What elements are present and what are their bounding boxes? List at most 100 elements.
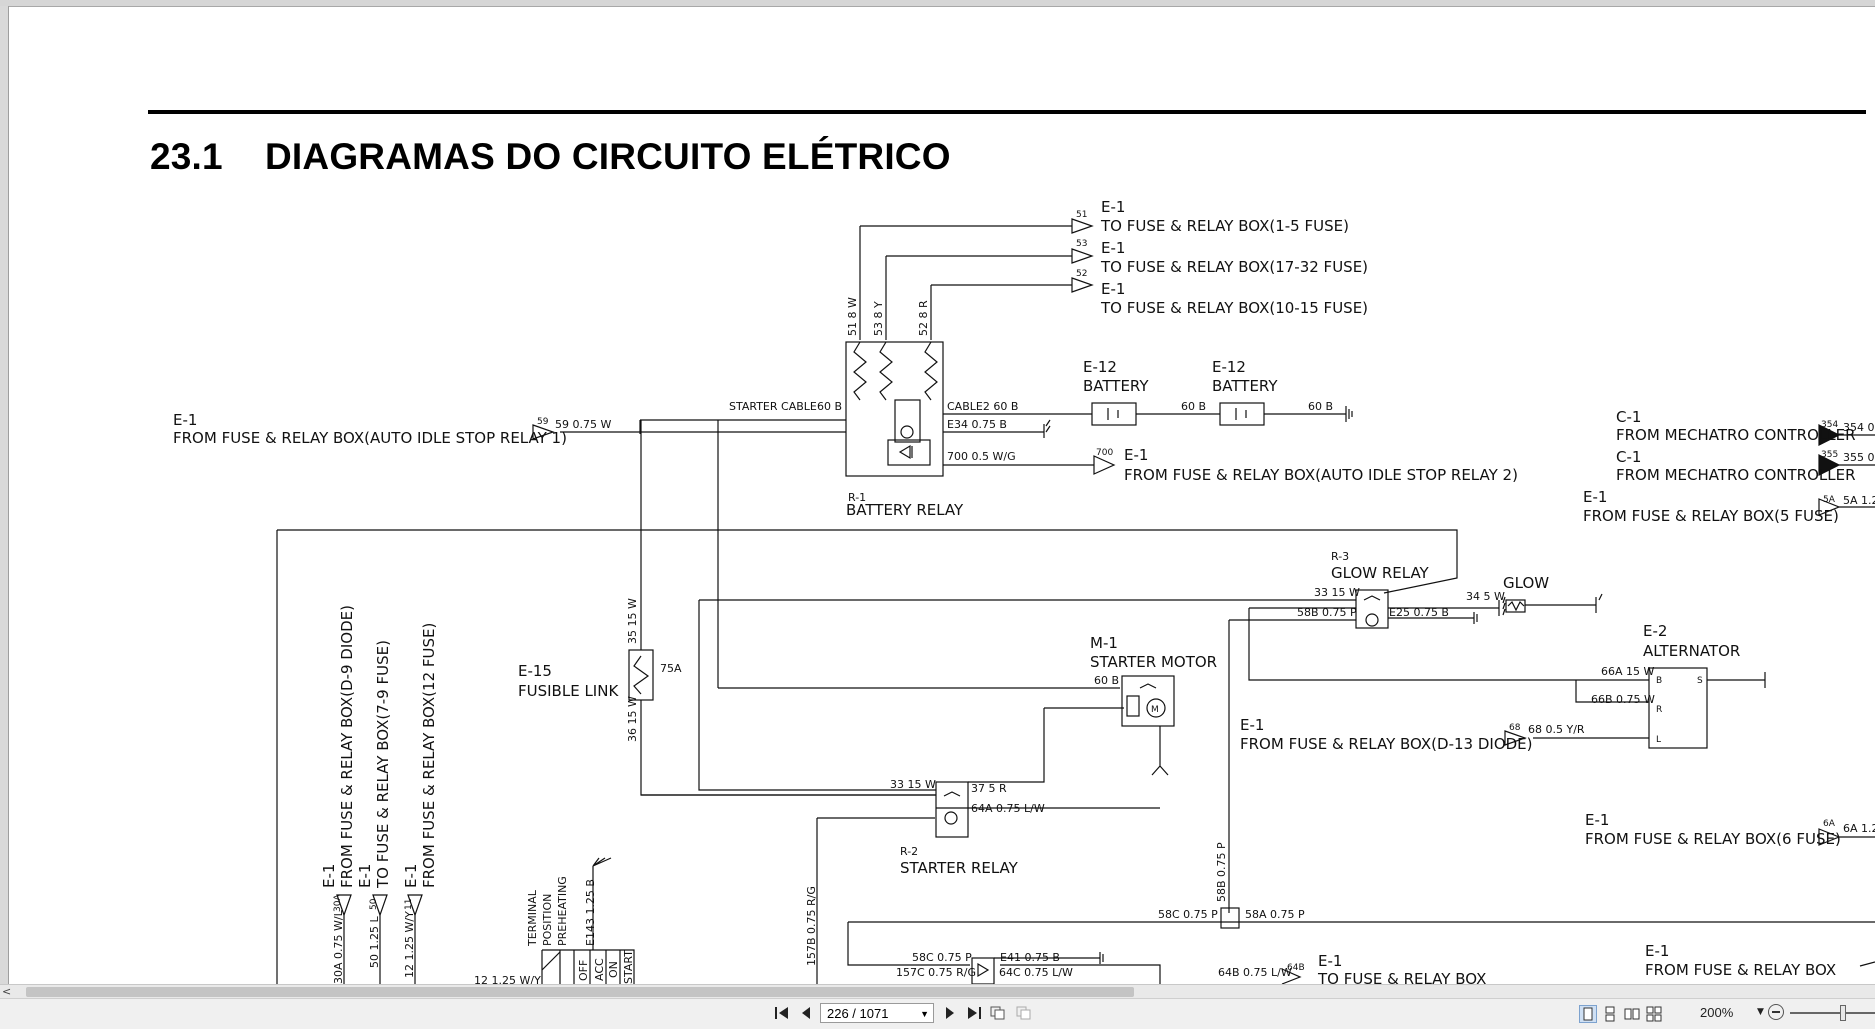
paste-icon[interactable] xyxy=(1016,1006,1032,1024)
component-id: R-3 xyxy=(1331,550,1349,563)
wire-label: 51 8 W xyxy=(846,297,859,336)
component-id: R-1 xyxy=(848,491,866,504)
connector-id: E-1 xyxy=(1318,952,1342,970)
wire-label: 64B 0.75 L/W xyxy=(1218,966,1292,979)
connector-id: E-1 xyxy=(1101,198,1125,216)
table-header: POSITION xyxy=(541,894,554,946)
wire-label: 33 15 W xyxy=(1314,586,1360,599)
wire-number: 6A xyxy=(1823,819,1836,829)
wire-label: 68 0.5 Y/R xyxy=(1528,723,1585,736)
wire-label: 37 5 R xyxy=(971,782,1007,795)
wire-number: 68 xyxy=(1509,723,1521,733)
chevron-down-icon[interactable]: ▼ xyxy=(920,1009,929,1019)
wire-label: E41 0.75 B xyxy=(1000,951,1060,964)
wiring-schematic: 51 53 52 E-1 TO FUSE & RELAY BOX(1-5 FUS… xyxy=(173,198,1875,984)
wire-label: CABLE2 60 B xyxy=(947,400,1018,413)
wire-number: 355 xyxy=(1821,450,1838,460)
connector-id: E-1 xyxy=(320,864,338,888)
connector-label: FROM FUSE & RELAY BOX(D-9 DIODE) xyxy=(338,605,356,888)
wire-label: 75A xyxy=(660,662,682,675)
wire-label: 58C 0.75 P xyxy=(912,951,972,964)
wire-label: 58B 0.75 P xyxy=(1297,606,1357,619)
switch-position: ON xyxy=(607,961,620,978)
single-page-view-icon[interactable] xyxy=(1579,1005,1597,1023)
wire-label: 354 0.5 xyxy=(1843,421,1875,434)
first-page-icon[interactable] xyxy=(774,1006,790,1024)
zoom-slider-handle[interactable] xyxy=(1840,1005,1846,1021)
wire-number: 5A xyxy=(1823,495,1836,505)
connector-label: FROM FUSE & RELAY BOX(D-13 DIODE) xyxy=(1240,735,1533,753)
wire-label: 33 15 W xyxy=(890,778,936,791)
connector-id: C-1 xyxy=(1616,408,1641,426)
next-page-icon[interactable] xyxy=(944,1006,956,1024)
connector-id: C-1 xyxy=(1616,448,1641,466)
zoom-out-icon[interactable] xyxy=(1768,1004,1784,1020)
wire-number: 30A xyxy=(333,894,343,912)
wire-label: 66B 0.75 W xyxy=(1591,693,1655,706)
zoom-slider[interactable] xyxy=(1790,1012,1875,1014)
wire-label: 60 B xyxy=(1094,674,1119,687)
wire-label: E25 0.75 B xyxy=(1389,606,1449,619)
component-label: FUSIBLE LINK xyxy=(518,682,619,700)
component-id: R-2 xyxy=(900,845,918,858)
heading-rule xyxy=(148,110,1866,114)
wire-label: 53 8 Y xyxy=(872,301,885,336)
connector-id: E-1 xyxy=(1101,239,1125,257)
wire-number: 11 xyxy=(404,899,414,910)
component-label: BATTERY xyxy=(1212,377,1278,395)
two-page-view-icon[interactable] xyxy=(1623,1005,1641,1023)
wire-label: 12 1.25 W/Y xyxy=(403,911,416,978)
component-label: GLOW RELAY xyxy=(1331,564,1430,582)
wire-label: 6A 1.25 xyxy=(1843,822,1875,835)
terminal-label: R xyxy=(1656,705,1662,715)
connector-id: E-1 xyxy=(1124,446,1148,464)
wire-label: 5A 1.25 xyxy=(1843,494,1875,507)
fusible-link: E-15 FUSIBLE LINK 75A 35 15 W 36 15 W xyxy=(518,598,682,742)
connector-id: E-1 xyxy=(173,411,197,429)
batteries: E-12 BATTERY E-12 BATTERY 60 B 60 B xyxy=(1083,358,1353,426)
main-wiring xyxy=(276,420,1875,984)
continuous-view-icon[interactable] xyxy=(1601,1005,1619,1023)
connector-label: TO FUSE & RELAY BOX(1-5 FUSE) xyxy=(1100,217,1349,235)
starter-relay: R-2 STARTER RELAY 33 15 W 37 5 R 64A 0.7… xyxy=(890,778,1045,877)
wire-number: 700 xyxy=(1096,448,1113,458)
fuse-6-input: 6A 6A 1.25 E-1 FROM FUSE & RELAY BOX(6 F… xyxy=(1585,811,1875,848)
component-label: STARTER RELAY xyxy=(900,859,1019,877)
connector-label: FROM FUSE & RELAY BOX(AUTO IDLE STOP REL… xyxy=(1124,466,1518,484)
starter-motor: M M-1 STARTER MOTOR 60 B xyxy=(1090,634,1217,727)
connector-label: TO FUSE & RELAY BOX(7-9 FUSE) xyxy=(374,640,392,889)
page-number-input[interactable]: 226 / 1071 ▼ xyxy=(820,1003,934,1023)
scroll-left-icon[interactable]: < xyxy=(2,985,12,998)
scrollbar-thumb[interactable] xyxy=(26,987,1134,997)
copy-icon[interactable] xyxy=(990,1006,1006,1024)
connector-label: FROM FUSE & RELAY BOX(12 FUSE) xyxy=(420,623,438,888)
wire-label: 59 0.75 W xyxy=(555,418,611,431)
wire-number: 52 xyxy=(1076,269,1087,279)
component-id: E-15 xyxy=(518,662,552,680)
motor-symbol: M xyxy=(1151,705,1159,715)
fuse-box-outputs: 51 53 52 E-1 TO FUSE & RELAY BOX(1-5 FUS… xyxy=(846,198,1368,340)
last-page-icon[interactable] xyxy=(966,1006,982,1024)
connector-label: FROM MECHATRO CONTROLLER xyxy=(1616,426,1856,444)
zoom-dropdown-icon[interactable]: ▼ xyxy=(1757,1007,1764,1017)
battery-relay-wires: E-1 FROM FUSE & RELAY BOX(AUTO IDLE STOP… xyxy=(173,400,1518,688)
two-page-continuous-icon[interactable] xyxy=(1645,1005,1663,1023)
status-bar: 226 / 1071 ▼ 200% ▼ xyxy=(0,998,1875,1029)
wire-label: 157B 0.75 R/G xyxy=(805,886,818,966)
wire-number: 354 xyxy=(1821,420,1838,430)
zoom-level[interactable]: 200% xyxy=(1700,1005,1734,1020)
wire-label: 64C 0.75 L/W xyxy=(999,966,1073,979)
previous-page-icon[interactable] xyxy=(800,1006,812,1024)
component-label: ALTERNATOR xyxy=(1643,642,1740,660)
wire-label: 60 B xyxy=(1308,400,1333,413)
connector-arrow xyxy=(1093,455,1116,475)
wire-label: 700 0.5 W/G xyxy=(947,450,1016,463)
section-number: 23.1 xyxy=(150,136,223,177)
left-connectors: E-1 FROM FUSE & RELAY BOX(D-9 DIODE) E-1… xyxy=(320,605,438,984)
wire-label: E34 0.75 B xyxy=(947,418,1007,431)
connector-arrow xyxy=(1071,248,1094,264)
horizontal-scrollbar[interactable]: < xyxy=(0,984,1875,999)
wire-label: 30A 0.75 W/L xyxy=(332,909,345,984)
